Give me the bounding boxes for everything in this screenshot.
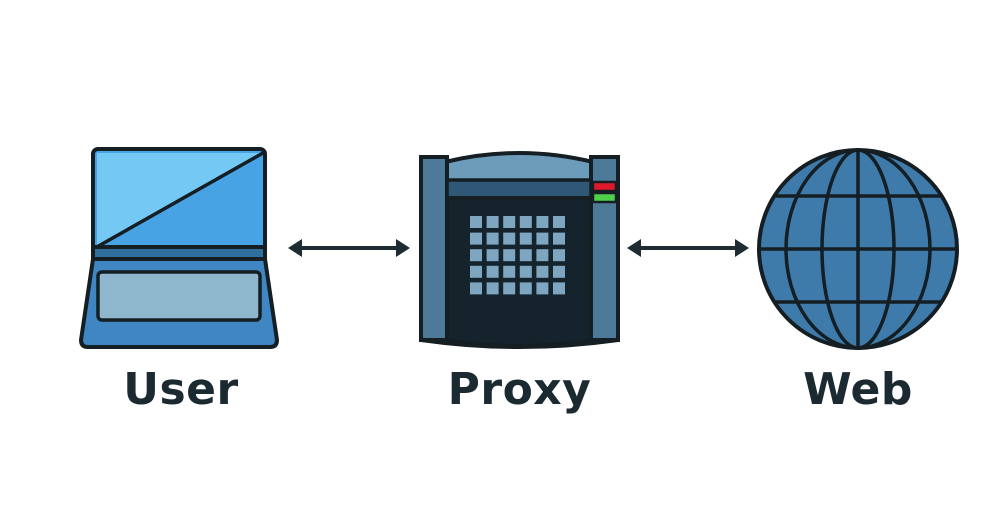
web-label: Web bbox=[803, 364, 913, 415]
proxy-grid-cell bbox=[553, 216, 565, 228]
proxy-label: Proxy bbox=[447, 364, 592, 415]
proxy-grid-cell bbox=[486, 232, 499, 245]
proxy-grid-cells bbox=[470, 216, 565, 295]
proxy-grid-cell bbox=[553, 265, 565, 278]
arrow-user-proxy bbox=[284, 236, 414, 260]
globe-icon bbox=[757, 148, 959, 350]
user-label: User bbox=[123, 364, 239, 415]
proxy-grid-cell bbox=[519, 216, 532, 228]
proxy-grid-cell bbox=[486, 216, 499, 228]
proxy-grid-cell bbox=[519, 249, 532, 262]
proxy-grid-cell bbox=[536, 282, 549, 295]
user-node: User bbox=[76, 146, 286, 412]
proxy-grid-cell bbox=[536, 249, 549, 262]
proxy-grid-cell bbox=[503, 282, 516, 295]
proxy-grid-cell bbox=[470, 265, 482, 278]
proxy-grid-cell bbox=[519, 265, 532, 278]
proxy-grid-cell bbox=[470, 249, 482, 262]
double-arrow-icon bbox=[288, 239, 410, 257]
arrow-proxy-web bbox=[623, 236, 753, 260]
proxy-grid-cell bbox=[486, 249, 499, 262]
proxy-grid-cell bbox=[470, 232, 482, 245]
proxy-grid-cell bbox=[503, 216, 516, 228]
proxy-grid-cell bbox=[470, 216, 482, 228]
proxy-grid-cell bbox=[519, 282, 532, 295]
proxy-grid-cell bbox=[536, 265, 549, 278]
proxy-grid-cell bbox=[553, 282, 565, 295]
proxy-grid-cell bbox=[486, 265, 499, 278]
proxy-node: Proxy bbox=[417, 150, 622, 412]
proxy-grid-cell bbox=[503, 249, 516, 262]
proxy-grid-cell bbox=[470, 282, 482, 295]
proxy-grid-cell bbox=[536, 216, 549, 228]
server-icon bbox=[419, 151, 620, 349]
proxy-grid-cell bbox=[553, 249, 565, 262]
web-node: Web bbox=[755, 146, 961, 412]
proxy-grid-cell bbox=[503, 232, 516, 245]
laptop-icon bbox=[79, 147, 279, 349]
proxy-grid-cell bbox=[519, 232, 532, 245]
double-arrow-icon bbox=[627, 239, 749, 257]
proxy-grid-cell bbox=[503, 265, 516, 278]
proxy-grid-cell bbox=[486, 282, 499, 295]
proxy-grid-cell bbox=[536, 232, 549, 245]
proxy-grid-cell bbox=[553, 232, 565, 245]
